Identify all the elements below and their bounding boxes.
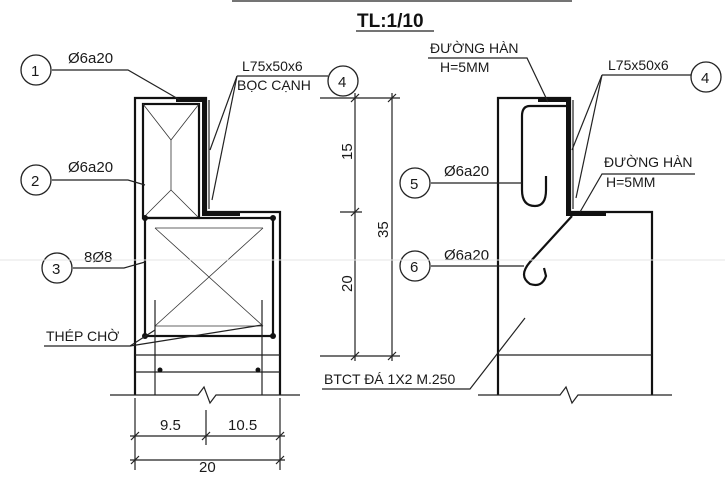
dim-total-width: 20	[199, 459, 216, 476]
callout-2-circle	[20, 164, 52, 196]
weld-1-line1: ĐƯỜNG HÀN	[430, 40, 519, 56]
weld-1-line2: H=5MM	[440, 59, 489, 75]
concrete-note: BTCT ĐÁ 1X2 M.250	[324, 371, 455, 387]
callout-3-text: 8Ø8	[84, 249, 112, 266]
width-dims	[130, 398, 285, 470]
callout-2-num: 2	[31, 173, 39, 190]
boc-canh-note: BỌC CẠNH	[237, 77, 311, 93]
callout-4-right-num: 4	[701, 70, 709, 87]
dim-left-width: 9.5	[160, 417, 181, 434]
right-section	[478, 96, 672, 405]
dim-total-height: 35	[375, 221, 392, 238]
left-section	[110, 96, 300, 405]
height-dims	[320, 93, 400, 361]
callout-3-num: 3	[52, 261, 60, 278]
callout-6-text: Ø6a20	[444, 247, 489, 264]
callout-4-right-leader-c	[575, 74, 603, 199]
thep-cho-note: THÉP CHỜ	[46, 328, 119, 344]
callout-4-left-text: L75x50x6	[242, 58, 303, 74]
callout-6-num: 6	[410, 259, 418, 276]
scale-label: TL:1/10	[357, 11, 424, 32]
callout-4-right-leader-b	[571, 74, 603, 151]
callout-5-circle	[399, 167, 431, 199]
callout-1-num: 1	[31, 63, 39, 80]
callout-1-text: Ø6a20	[68, 50, 113, 67]
callout-4-left-num: 4	[338, 74, 346, 91]
callout-1-circle	[20, 54, 52, 86]
dim-lower-height: 20	[339, 275, 356, 292]
dim-right-width: 10.5	[228, 417, 257, 434]
thep-cho-leader-b	[129, 324, 263, 347]
callout-5-text: Ø6a20	[444, 163, 489, 180]
callout-2-text: Ø6a20	[68, 159, 113, 176]
callout-4-left-leader-b	[209, 75, 238, 151]
weld-1-leader	[428, 57, 549, 103]
callout-4-right-text: L75x50x6	[608, 57, 669, 73]
weld-2-line2: H=5MM	[606, 174, 655, 190]
weld-2-line1: ĐƯỜNG HÀN	[604, 154, 693, 170]
callout-6-circle	[399, 250, 431, 282]
callout-4-right-circle	[690, 61, 722, 93]
callout-5-num: 5	[410, 176, 418, 193]
callout-1-leader	[52, 69, 181, 101]
callout-4-left-circle	[327, 65, 359, 97]
dim-upper-height: 15	[339, 143, 356, 160]
weld-2-leader	[579, 173, 695, 213]
callout-3-leader	[73, 261, 146, 269]
callout-4-left-leader-c	[211, 75, 238, 201]
callout-2-leader	[52, 179, 146, 186]
concrete-leader	[322, 317, 526, 390]
